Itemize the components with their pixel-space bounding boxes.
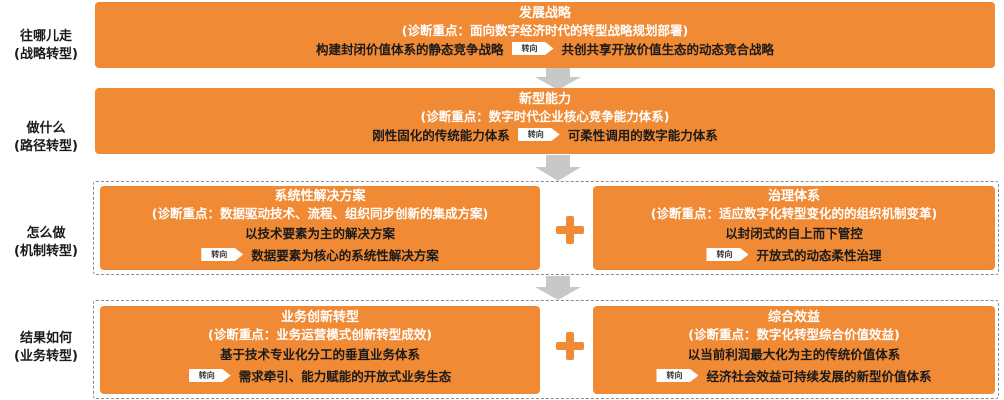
transition-arrow-icon: 转向 [706, 248, 749, 261]
box-focus: (诊断重点：业务运营模式创新转型成效) [208, 327, 432, 342]
side-label-mechanism: 怎么做 (机制转型) [0, 225, 92, 261]
transition-from: 以当前利润最大化为主的传统价值体系 [687, 347, 901, 362]
box-title: 业务创新转型 [280, 310, 359, 325]
benefit-box: 综合效益 (诊断重点：数字化转型综合价值效益) 以当前利润最大化为主的传统价值体… [593, 306, 995, 394]
governance-box: 治理体系 (诊断重点：适应数字化转型变化的的组织机制变革) 以封闭式的自上而下管… [593, 186, 995, 270]
capability-box: 新型能力 (诊断重点：数字时代企业核心竞争能力体系) 刚性固化的传统能力体系 转… [95, 88, 995, 154]
transition-to: 开放式的动态柔性治理 [756, 248, 882, 263]
side-label-line1: 做什么 [26, 121, 66, 136]
transition-arrow-icon: 转向 [201, 248, 244, 261]
transition-from: 构建封闭价值体系的静态竞争战略 [315, 42, 504, 57]
box-focus: (诊断重点：数据驱动技术、流程、组织同步创新的集成方案) [151, 206, 489, 221]
side-label-line1: 怎么做 [26, 226, 66, 241]
box-title: 新型能力 [518, 92, 571, 107]
side-label-business: 结果如何 (业务转型) [0, 330, 92, 366]
transition-to: 共创共享开放价值生态的动态竞合战略 [561, 42, 775, 57]
side-label-line1: 结果如何 [19, 331, 72, 346]
box-title: 系统性解决方案 [274, 189, 366, 204]
box-title: 发展战略 [518, 6, 571, 21]
box-title: 综合效益 [767, 310, 820, 325]
mechanism-group [93, 181, 999, 275]
side-label-path: 做什么 (路径转型) [0, 120, 92, 156]
down-arrow-icon [535, 68, 581, 90]
down-arrow-icon [535, 155, 581, 181]
side-label-line2: (路径转型) [14, 139, 78, 154]
transition-from: 以封闭式的自上而下管控 [725, 226, 863, 241]
side-label-line2: (战略转型) [14, 47, 78, 62]
transition-row: 转向 数据要素为核心的系统性解决方案 [100, 245, 540, 264]
plus-icon [556, 216, 584, 244]
transition-row: 构建封闭价值体系的静态竞争战略 转向 共创共享开放价值生态的动态竞合战略 [95, 39, 995, 58]
transition-from: 基于技术专业化分工的垂直业务体系 [219, 347, 420, 362]
transition-from: 刚性固化的传统能力体系 [372, 128, 510, 143]
transition-to: 经济社会效益可持续发展的新型价值体系 [706, 369, 932, 384]
transition-row: 转向 开放式的动态柔性治理 [593, 245, 995, 264]
box-focus: (诊断重点：数字时代企业核心竞争能力体系) [420, 109, 670, 124]
down-arrow-icon [535, 276, 581, 300]
box-title: 治理体系 [767, 189, 820, 204]
transition-row: 转向 需求牵引、能力赋能的开放式业务生态 [100, 366, 540, 385]
transition-arrow-icon: 转向 [511, 42, 554, 55]
transition-to: 需求牵引、能力赋能的开放式业务生态 [238, 369, 452, 384]
box-focus: (诊断重点：面向数字经济时代的转型战略规划部署) [401, 23, 689, 38]
side-label-line1: 往哪儿走 [19, 29, 72, 44]
plus-icon [556, 332, 584, 360]
transition-row: 转向 经济社会效益可持续发展的新型价值体系 [593, 366, 995, 385]
transition-arrow-icon: 转向 [656, 369, 699, 382]
business-group [93, 300, 999, 399]
box-focus: (诊断重点：适应数字化转型变化的的组织机制变革) [650, 206, 938, 221]
transition-row: 刚性固化的传统能力体系 转向 可柔性调用的数字能力体系 [95, 125, 995, 144]
transition-to: 可柔性调用的数字能力体系 [567, 128, 718, 143]
side-label-line2: (业务转型) [14, 349, 78, 364]
transition-to: 数据要素为核心的系统性解决方案 [251, 248, 439, 263]
transition-from: 以技术要素为主的解决方案 [244, 226, 395, 241]
solution-box: 系统性解决方案 (诊断重点：数据驱动技术、流程、组织同步创新的集成方案) 以技术… [100, 186, 540, 270]
transition-arrow-icon: 转向 [517, 128, 560, 141]
side-label-strategy: 往哪儿走 (战略转型) [0, 28, 92, 64]
box-focus: (诊断重点：数字化转型综合价值效益) [688, 327, 900, 342]
strategy-box: 发展战略 (诊断重点：面向数字经济时代的转型战略规划部署) 构建封闭价值体系的静… [95, 2, 995, 68]
side-label-line2: (机制转型) [14, 244, 78, 259]
transition-arrow-icon: 转向 [188, 369, 231, 382]
business-innovation-box: 业务创新转型 (诊断重点：业务运营模式创新转型成效) 基于技术专业化分工的垂直业… [100, 306, 540, 394]
